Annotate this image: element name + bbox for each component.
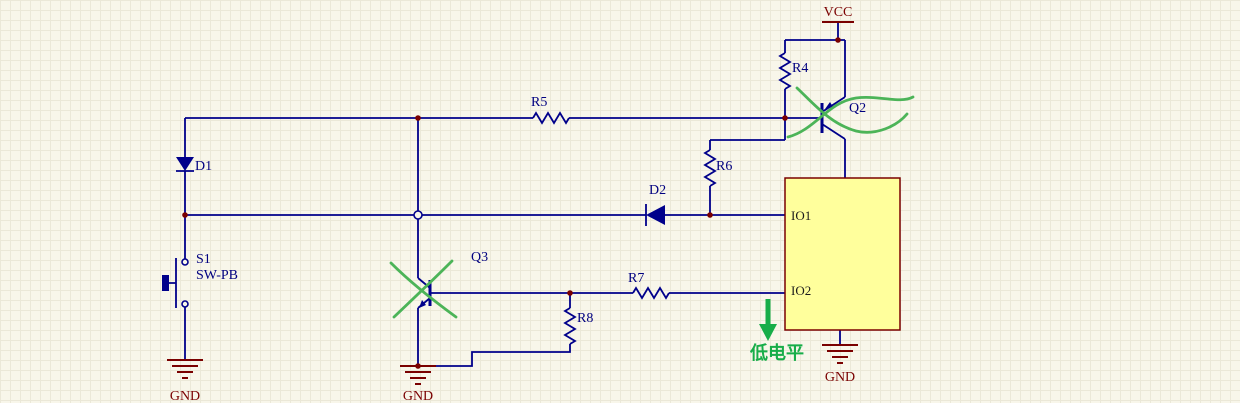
resistor-body — [563, 307, 577, 345]
transistor-arrow — [825, 102, 833, 109]
resistor-r4: R4 — [778, 52, 808, 90]
gnd-port-left: GND — [167, 359, 203, 403]
low-level-arrow-head — [759, 324, 777, 341]
switch-s1: S1 SW-PB — [162, 252, 238, 308]
transistor-legs — [821, 96, 846, 140]
gnd-label: GND — [170, 389, 200, 403]
resistor-r8: R8 — [563, 307, 593, 345]
resistor-label: R8 — [577, 311, 593, 326]
wire-net — [184, 22, 846, 367]
gnd-label: GND — [403, 389, 433, 403]
ic-pin-io2: IO2 — [791, 283, 811, 298]
switch-type-label: SW-PB — [196, 268, 238, 283]
diode-d1: D1 — [176, 152, 212, 174]
junction-dot — [567, 290, 573, 296]
vcc-power-port: VCC — [822, 5, 854, 23]
diode-label: D1 — [195, 159, 212, 174]
ic-body — [784, 177, 901, 331]
junction-dot — [707, 212, 713, 218]
junction-dot — [782, 115, 788, 121]
transistor-label: Q2 — [849, 101, 866, 116]
resistor-label: R4 — [792, 61, 808, 76]
ic-pin-io1: IO1 — [791, 208, 811, 223]
diode-body — [176, 157, 194, 171]
switch-actuator — [169, 258, 177, 308]
q2-cross-out-stroke — [786, 95, 915, 139]
switch-button-cap — [162, 275, 169, 291]
switch-terminal — [181, 300, 189, 308]
resistor-body — [532, 111, 570, 125]
junction-dot — [835, 37, 841, 43]
q3-cross-out-stroke — [392, 259, 454, 319]
diode-body — [646, 205, 665, 225]
gnd-symbol — [822, 344, 858, 364]
gnd-label: GND — [825, 370, 855, 385]
vcc-label: VCC — [824, 5, 853, 20]
resistor-r6: R6 — [703, 149, 732, 187]
switch-ref-label: S1 — [196, 252, 211, 267]
diode-d2: D2 — [645, 183, 666, 226]
gnd-symbol — [167, 359, 203, 379]
transistor-arrow — [419, 300, 426, 308]
resistor-label: R7 — [628, 271, 644, 286]
junction-dot — [182, 212, 188, 218]
low-level-text: 低电平 — [749, 342, 804, 364]
transistor-q3: Q3 — [417, 250, 488, 309]
gnd-port-right: GND — [822, 344, 858, 385]
junction-dots — [182, 37, 841, 369]
wire-crossing-circle — [413, 210, 423, 220]
diode-label: D2 — [649, 183, 666, 198]
transistor-label: Q3 — [471, 250, 488, 265]
junction-dot — [415, 115, 421, 121]
resistor-label: R6 — [716, 159, 732, 174]
resistor-r5: R5 — [531, 95, 570, 125]
resistor-label: R5 — [531, 95, 547, 110]
resistor-body — [632, 286, 670, 300]
resistor-body — [778, 52, 792, 90]
q3-cross-out-stroke — [389, 261, 458, 319]
ic-block: IO1 IO2 — [784, 177, 901, 331]
transistor-q2: Q2 — [820, 96, 866, 140]
switch-terminal — [181, 258, 189, 266]
resistor-body — [703, 149, 717, 187]
gnd-port-middle: GND — [400, 365, 436, 403]
junction-dot — [415, 363, 421, 369]
resistor-r7: R7 — [628, 271, 670, 300]
annotations: 低电平 — [389, 86, 915, 364]
q2-cross-out-stroke — [795, 86, 909, 134]
